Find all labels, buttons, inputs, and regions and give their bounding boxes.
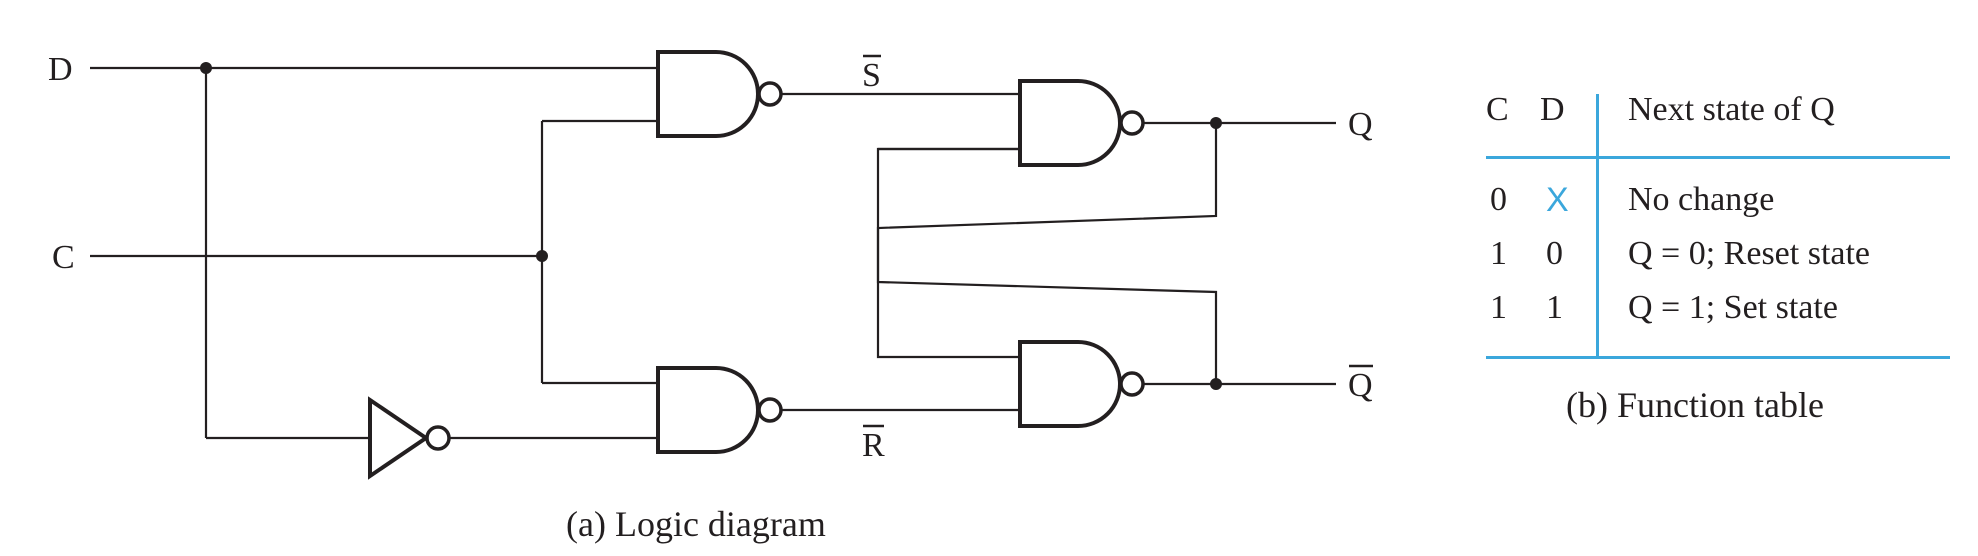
upper-input-nand-gate (656, 50, 783, 138)
header-c: C (1486, 91, 1509, 128)
output-label-q: Q (1348, 106, 1373, 143)
output-label-q-bar: Q (1348, 367, 1373, 404)
junction-c (536, 250, 548, 262)
logic-diagram: D C Q Q S R (a) Logic diagram (48, 50, 1373, 544)
logic-diagram-caption: (a) Logic diagram (566, 504, 826, 544)
signal-label-s-bar: S (862, 57, 881, 94)
input-label-d: D (48, 51, 73, 88)
header-next-state: Next state of Q (1628, 91, 1835, 128)
input-label-c: C (52, 239, 75, 276)
upper-latch-nand-gate (1018, 79, 1145, 167)
row-1-d-dont-care: X (1546, 181, 1569, 219)
row-3-d: 1 (1546, 289, 1563, 326)
table-header-rule (1486, 156, 1950, 159)
inverter-gate (368, 396, 451, 480)
junction-q (1210, 117, 1222, 129)
lower-latch-nand-gate (1018, 340, 1145, 428)
row-2-c: 1 (1490, 235, 1507, 272)
lower-input-nand-gate (656, 366, 783, 454)
header-d: D (1540, 91, 1565, 128)
row-1-c: 0 (1490, 181, 1507, 218)
table-bottom-rule (1486, 356, 1950, 359)
junction-q-bar (1210, 378, 1222, 390)
row-3-c: 1 (1490, 289, 1507, 326)
signal-label-r-bar: R (862, 427, 885, 464)
row-1-next: No change (1628, 181, 1775, 218)
function-table-caption: (b) Function table (1566, 385, 1824, 425)
row-3-next: Q = 1; Set state (1628, 289, 1838, 326)
row-2-d: 0 (1546, 235, 1563, 272)
function-table: C D Next state of Q 0 X No change 1 0 Q … (1486, 86, 1950, 359)
row-2-next: Q = 0; Reset state (1628, 235, 1871, 272)
table-column-divider (1596, 94, 1599, 356)
junction-d (200, 62, 212, 74)
